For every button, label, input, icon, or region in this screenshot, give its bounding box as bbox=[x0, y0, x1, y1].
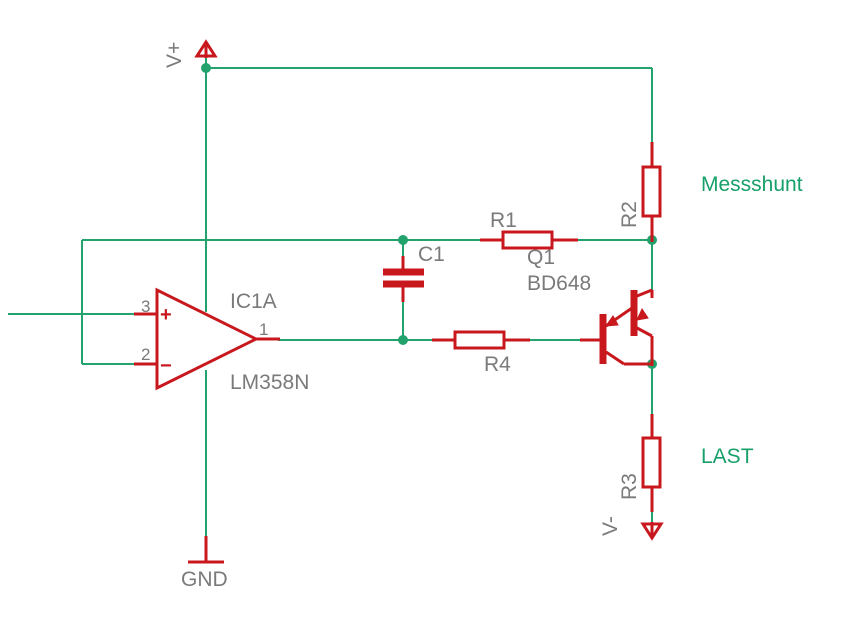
gnd-label: GND bbox=[181, 568, 228, 591]
opamp-plus-sign: + bbox=[160, 304, 172, 326]
opamp-ic1a bbox=[134, 287, 280, 391]
transistor-q1 bbox=[580, 288, 654, 366]
capacitor-c1 bbox=[383, 256, 424, 302]
q1-label: Q1 bbox=[527, 246, 555, 269]
r4-label: R4 bbox=[484, 353, 511, 376]
opamp-pin-2: 2 bbox=[141, 345, 150, 364]
vplus-symbol bbox=[194, 39, 218, 58]
vminus-label: V- bbox=[599, 516, 622, 536]
wires bbox=[8, 55, 653, 540]
resistor-r4 bbox=[432, 330, 530, 350]
vminus-symbol bbox=[640, 522, 664, 541]
vplus-label: V+ bbox=[163, 42, 186, 68]
junctions bbox=[201, 63, 657, 369]
opamp-value: LM358N bbox=[230, 371, 309, 394]
junction-cap-bottom bbox=[398, 335, 408, 345]
opamp-name: IC1A bbox=[230, 290, 277, 313]
net-label-last: LAST bbox=[701, 445, 754, 468]
c1-label: C1 bbox=[418, 243, 445, 266]
opamp-minus-sign: − bbox=[160, 355, 172, 377]
resistor-r2 bbox=[641, 142, 662, 242]
resistor-r3 bbox=[641, 414, 662, 512]
r3-label: R3 bbox=[618, 473, 641, 500]
opamp-pin-1: 1 bbox=[259, 320, 268, 339]
gnd-symbol bbox=[188, 536, 224, 564]
r1-label: R1 bbox=[490, 209, 517, 232]
r2-label: R2 bbox=[618, 201, 641, 228]
junction-cap-top bbox=[398, 235, 408, 245]
q1-value: BD648 bbox=[527, 272, 591, 295]
net-label-messshunt: Messshunt bbox=[701, 173, 803, 196]
resistor-r1 bbox=[480, 230, 578, 250]
opamp-pin-3: 3 bbox=[141, 297, 150, 316]
junction-vplus bbox=[201, 63, 211, 73]
